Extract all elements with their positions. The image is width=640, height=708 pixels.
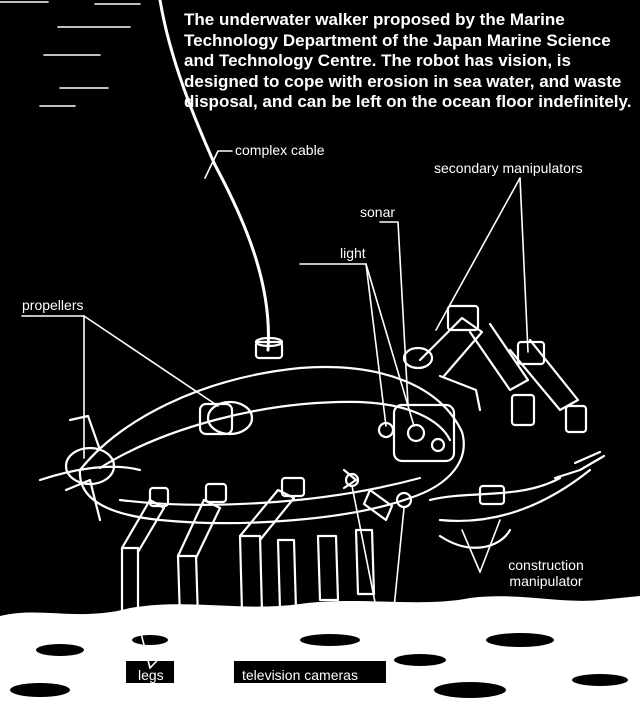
label-construction-manipulator: construction manipulator [478,557,614,589]
construction-manipulator [428,450,606,549]
cable [158,0,270,352]
label-construction-line2: manipulator [509,573,583,589]
propeller-unit [38,400,254,522]
legs [120,476,394,620]
sea-floor [0,596,640,708]
label-complex-cable: complex cable [235,142,325,158]
leader-lines [21,150,529,669]
label-propellers: propellers [22,297,84,313]
water-surface-lines [0,1,141,107]
label-television-cameras: television cameras [242,667,358,683]
label-sonar: sonar [360,204,396,220]
robot-body [78,336,465,525]
secondary-manipulators [418,304,588,434]
label-construction-line1: construction [508,557,584,573]
label-light: light [340,245,366,261]
sea-floor-texture [10,633,628,698]
label-secondary-manipulators: secondary manipulators [434,160,583,176]
label-legs: legs [138,667,164,683]
caption-text: The underwater walker proposed by the Ma… [184,10,632,111]
